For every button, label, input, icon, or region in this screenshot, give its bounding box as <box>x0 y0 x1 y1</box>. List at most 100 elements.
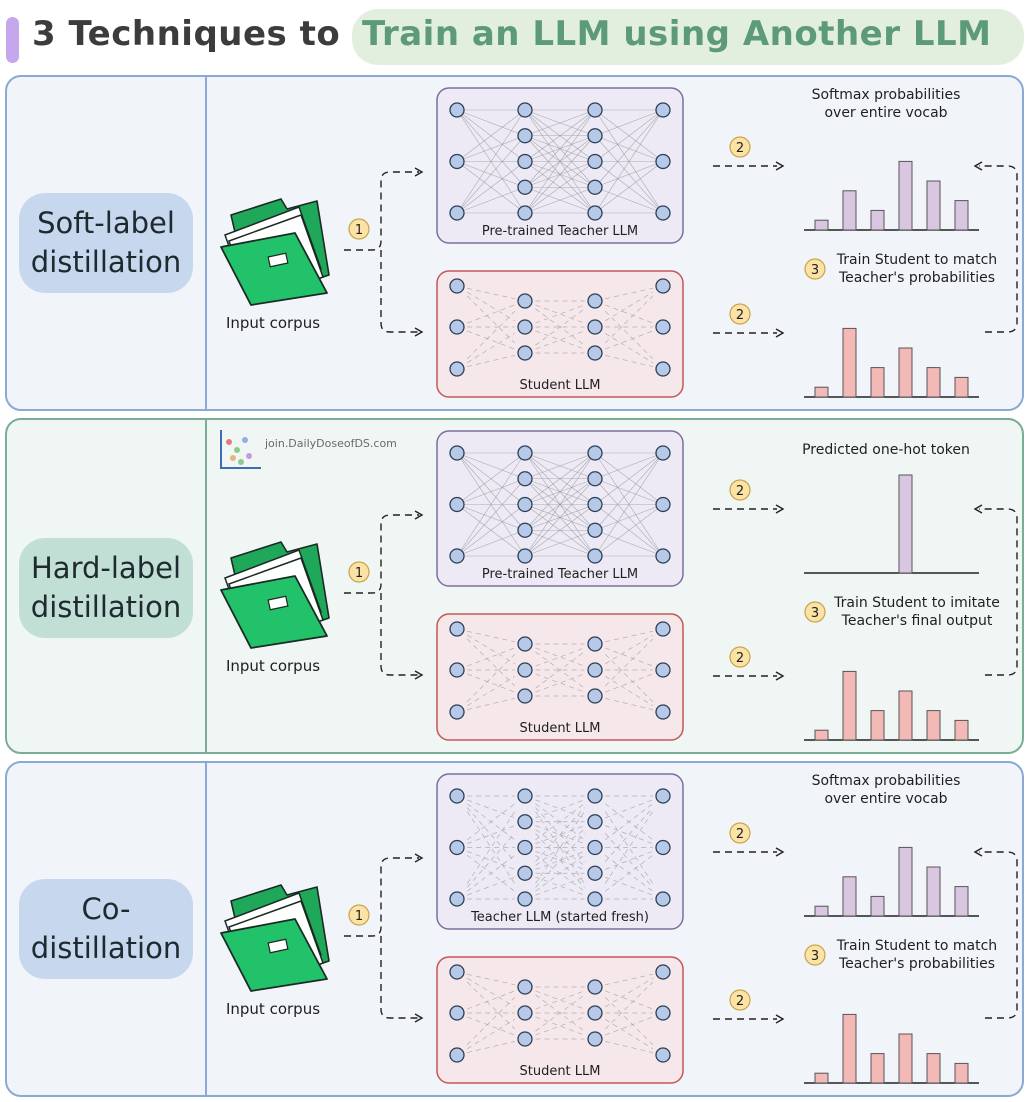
network-edge <box>467 973 515 986</box>
branch-arrow-to-student <box>380 250 419 333</box>
student-probability-bar <box>926 710 941 741</box>
teacher-probability-bar <box>898 160 913 231</box>
network-edge <box>524 109 596 162</box>
network-node <box>587 319 603 335</box>
network-node <box>587 814 603 830</box>
network-node <box>449 496 465 513</box>
student-probability-bar <box>954 376 969 398</box>
teacher-model-label: Pre-trained Teacher LLM <box>482 567 638 582</box>
student-probability-bar <box>842 1013 857 1084</box>
network-node <box>517 1031 533 1047</box>
arrow-head <box>414 167 424 177</box>
teacher-probability-bar <box>814 219 829 231</box>
branch-arrow-to-teacher <box>344 857 419 937</box>
student-probability-bar <box>954 719 969 741</box>
student-probability-bar <box>926 1053 941 1084</box>
network-node <box>449 278 465 294</box>
network-node <box>587 471 603 487</box>
network-edge <box>594 452 664 480</box>
network-node <box>587 839 603 856</box>
network-edge <box>467 1019 515 1049</box>
network-edge <box>594 109 664 214</box>
network-node <box>587 205 603 221</box>
network-node <box>449 1047 465 1063</box>
network-edge <box>604 638 654 687</box>
step-number-label: 2 <box>736 827 744 842</box>
network-edge <box>605 973 653 986</box>
watermark-dot <box>242 437 248 443</box>
network-node <box>517 979 533 995</box>
input-corpus-label: Input corpus <box>226 657 320 675</box>
student-probability-bar <box>926 367 941 398</box>
network-edge <box>524 109 596 188</box>
watermark-dot <box>246 453 252 459</box>
panel-divider <box>205 77 207 409</box>
arrow-head <box>775 1014 785 1024</box>
step-number-circle <box>729 646 751 668</box>
student-model-box <box>436 956 684 1084</box>
student-probability-bar <box>842 670 857 741</box>
teacher-model-box <box>436 430 684 587</box>
student-probability-bar <box>898 1033 913 1084</box>
arrow-head <box>775 847 785 857</box>
teacher-model-label: Pre-trained Teacher LLM <box>482 224 638 239</box>
network-edge <box>467 630 515 643</box>
network-edge <box>524 478 596 557</box>
arrow-head <box>414 1013 424 1023</box>
step-number-label: 3 <box>811 606 819 621</box>
network-edge <box>604 996 654 1046</box>
step-number-circle <box>729 479 751 501</box>
arrow-head <box>414 670 424 680</box>
network-edge <box>524 452 596 480</box>
arrow-head <box>775 504 785 514</box>
network-edge <box>594 504 664 531</box>
network-node <box>587 979 603 995</box>
network-edge <box>466 833 516 888</box>
teacher-model-box <box>436 87 684 244</box>
technique-label: Soft-label distillation <box>19 193 193 293</box>
network-node <box>655 548 671 564</box>
step-number-circle <box>804 944 826 966</box>
student-model-label: Student LLM <box>519 721 600 736</box>
teacher-probability-bar <box>842 876 857 917</box>
network-node <box>517 548 533 564</box>
network-edge <box>466 803 516 841</box>
network-edge <box>594 529 664 557</box>
network-edge <box>605 1019 653 1049</box>
network-edge <box>594 109 664 137</box>
step-number-label: 2 <box>736 651 744 666</box>
network-node <box>517 179 533 195</box>
network-node <box>587 788 603 804</box>
network-node <box>655 1005 671 1021</box>
network-node <box>449 1005 465 1021</box>
network-edge <box>594 452 664 531</box>
technique-label: Co- distillation <box>19 879 193 979</box>
feedback-arrow <box>979 851 1018 1019</box>
network-node <box>655 102 671 118</box>
watermark-dot <box>238 459 244 465</box>
network-node <box>587 688 603 704</box>
network-edge <box>605 291 653 322</box>
arrow-head <box>775 671 785 681</box>
arrow-head <box>973 161 983 171</box>
student-probability-bar <box>870 367 885 398</box>
network-node <box>587 891 603 907</box>
network-edge <box>535 803 585 841</box>
step-number-circle <box>729 136 751 158</box>
network-edge <box>524 452 596 531</box>
network-edge <box>524 452 596 557</box>
network-edge <box>456 109 526 214</box>
network-node <box>449 361 465 377</box>
network-node <box>587 636 603 652</box>
network-edge <box>456 135 526 214</box>
network-node <box>517 814 533 830</box>
network-node <box>587 445 603 461</box>
network-edge <box>535 811 585 884</box>
